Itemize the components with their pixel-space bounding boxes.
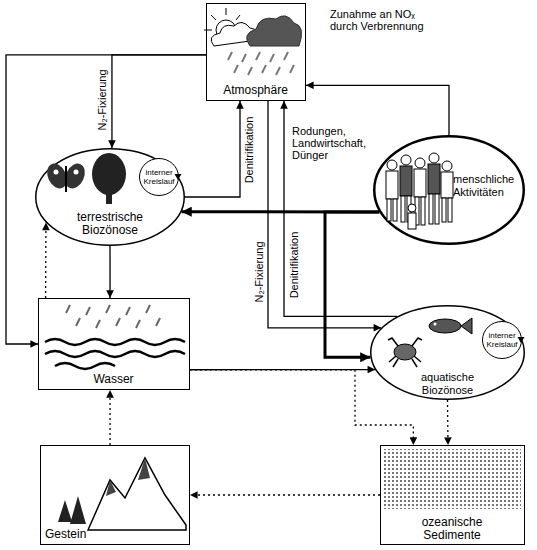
- flow-label: Denitrifikation: [243, 117, 255, 184]
- fish-crab-illustration: [388, 318, 472, 367]
- flow-label: N₂-Fixierung: [253, 241, 265, 302]
- reservoir-box: Atmosphäre: [206, 3, 306, 101]
- water-illustration: [45, 305, 185, 369]
- node-label: Atmosphäre: [207, 84, 304, 97]
- weather-illustration: [204, 8, 302, 75]
- flow-arrow: [190, 494, 380, 495]
- flow-arrow: [45, 222, 47, 298]
- flow-label: N₂-Fixierung: [96, 69, 108, 130]
- flow-arrow: [190, 370, 413, 445]
- people-illustration: [386, 153, 453, 229]
- node-label: aquatische Biozönose: [395, 371, 500, 397]
- node-label: Wasser: [39, 373, 188, 386]
- flow-label: Rodungen, Landwirtschaft, Dünger: [292, 125, 374, 161]
- flow-arrow: [284, 101, 397, 316]
- flow-arrow: [325, 212, 379, 357]
- node-label: interner Kreislauf: [483, 331, 521, 349]
- flow-arrow: [190, 369, 375, 370]
- biocenosis-ellipse: terrestrische Biozönose interner Kreislau…: [35, 148, 185, 246]
- node-label: interner Kreislauf: [140, 168, 178, 186]
- flow-label: Zunahme an NOₓ durch Verbrennung: [330, 8, 442, 32]
- tree-butterfly-illustration: [43, 153, 126, 204]
- cycle-circle: interner Kreislauf: [482, 321, 522, 359]
- flow-arrow: [185, 101, 240, 197]
- activity-ellipse: menschliche Aktivitäten: [373, 135, 525, 245]
- reservoir-box: Wasser: [38, 298, 190, 390]
- biocenosis-ellipse: aquatische Biozönose interner Kreislauf: [370, 305, 525, 400]
- flow-arrow: [6, 55, 206, 344]
- cycle-circle: interner Kreislauf: [139, 158, 179, 196]
- flow-arrow: [109, 390, 110, 445]
- node-label: menschliche Aktivitäten: [453, 173, 525, 199]
- flow-arrow: [109, 246, 110, 298]
- flow-arrow: [112, 55, 206, 148]
- node-label: Gestein: [45, 528, 125, 541]
- node-label: terrestrische Biozönose: [55, 211, 165, 237]
- flow-label: Denitrifikation: [288, 232, 300, 299]
- node-label: ozeanische Sedimente: [407, 516, 497, 542]
- reservoir-box: ozeanische Sedimente: [380, 445, 525, 545]
- sediment-pattern: [384, 449, 521, 509]
- mountain-illustration: [58, 458, 186, 530]
- reservoir-box: Gestein: [40, 445, 190, 545]
- flow-arrow: [447, 400, 449, 445]
